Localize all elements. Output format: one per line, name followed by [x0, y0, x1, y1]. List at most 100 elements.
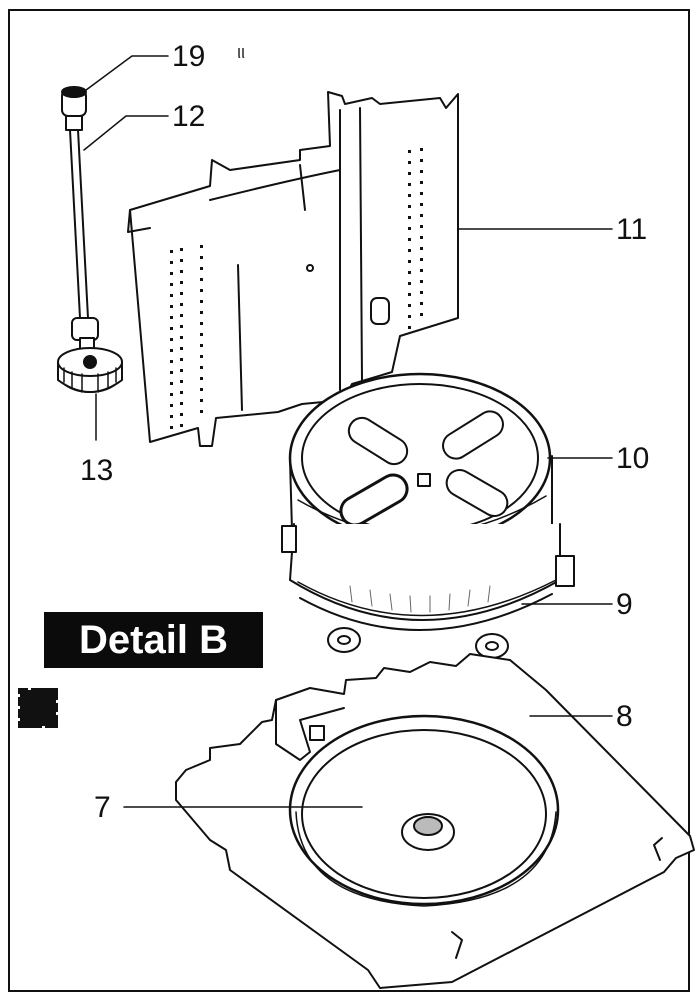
perforation-hole: [170, 294, 173, 297]
perforation-hole: [200, 267, 203, 270]
stamp-square-icon: [16, 686, 60, 730]
perforation-hole: [408, 304, 411, 307]
diagram-frame: [8, 9, 690, 992]
perforation-hole: [170, 283, 173, 286]
perforation-hole: [170, 426, 173, 429]
perforation-hole: [180, 270, 183, 273]
perforation-hole: [420, 203, 423, 206]
callout-19: 19: [172, 40, 206, 73]
perforation-hole: [408, 172, 411, 175]
perforation-hole: [180, 347, 183, 350]
perforation-hole: [200, 355, 203, 358]
perforation-hole: [170, 338, 173, 341]
perforation-hole: [200, 410, 203, 413]
perforation-hole: [420, 225, 423, 228]
callout-leaders: [77, 55, 613, 808]
perforation-hole: [408, 249, 411, 252]
perforation-hole: [180, 248, 183, 251]
perforation-hole: [420, 148, 423, 151]
perforation-hole: [180, 413, 183, 416]
perforation-hole: [180, 369, 183, 372]
perforation-hole: [170, 250, 173, 253]
perforation-hole: [200, 289, 203, 292]
perforation-hole: [408, 238, 411, 241]
callout-7: 7: [94, 791, 111, 824]
perforation-hole: [200, 333, 203, 336]
perforation-hole: [420, 269, 423, 272]
perforation-hole: [420, 181, 423, 184]
perforation-hole: [200, 245, 203, 248]
perforation-hole: [200, 399, 203, 402]
perforation-hole: [408, 282, 411, 285]
perforation-hole: [170, 371, 173, 374]
perforation-hole: [180, 380, 183, 383]
perforation-hole: [200, 366, 203, 369]
corner-mark: ιι: [237, 42, 245, 62]
perforation-hole: [420, 313, 423, 316]
perforation-hole: [180, 391, 183, 394]
perforation-hole: [170, 272, 173, 275]
panel-perforations: [170, 148, 423, 429]
perforation-hole: [408, 183, 411, 186]
perforation-hole: [408, 150, 411, 153]
perforation-hole: [170, 360, 173, 363]
perforation-hole: [408, 260, 411, 263]
perforation-hole: [170, 415, 173, 418]
perforation-hole: [408, 194, 411, 197]
perforation-hole: [408, 293, 411, 296]
perforation-hole: [180, 358, 183, 361]
perforation-hole: [200, 322, 203, 325]
perforation-hole: [200, 377, 203, 380]
perforation-hole: [170, 404, 173, 407]
perforation-hole: [180, 303, 183, 306]
perforation-hole: [170, 305, 173, 308]
perforation-hole: [408, 161, 411, 164]
perforation-hole: [200, 256, 203, 259]
perforation-hole: [420, 247, 423, 250]
perforation-hole: [420, 302, 423, 305]
perforation-hole: [180, 424, 183, 427]
perforation-hole: [180, 325, 183, 328]
perforation-hole: [408, 315, 411, 318]
perforation-hole: [200, 388, 203, 391]
perforation-hole: [420, 291, 423, 294]
perforation-hole: [200, 278, 203, 281]
perforation-hole: [170, 316, 173, 319]
detail-label: Detail B: [44, 612, 263, 668]
perforation-hole: [408, 205, 411, 208]
part-rod-assembly: [57, 86, 123, 393]
callout-9: 9: [616, 588, 633, 621]
perforation-hole: [170, 261, 173, 264]
perforation-hole: [408, 227, 411, 230]
part-base-plate: [175, 653, 695, 989]
perforation-hole: [180, 314, 183, 317]
perforation-hole: [408, 216, 411, 219]
perforation-hole: [180, 281, 183, 284]
perforation-hole: [420, 214, 423, 217]
perforation-hole: [200, 344, 203, 347]
perforation-hole: [408, 326, 411, 329]
perforation-hole: [420, 280, 423, 283]
perforation-hole: [170, 349, 173, 352]
perforation-hole: [180, 259, 183, 262]
perforation-hole: [180, 292, 183, 295]
perforation-hole: [170, 382, 173, 385]
part-panel: [127, 91, 459, 447]
callout-8: 8: [616, 700, 633, 733]
callout-10: 10: [616, 442, 650, 475]
perforation-hole: [170, 393, 173, 396]
perforation-hole: [170, 327, 173, 330]
perforation-hole: [180, 336, 183, 339]
callout-13: 13: [80, 454, 114, 487]
perforation-hole: [180, 402, 183, 405]
callout-11: 11: [616, 213, 648, 246]
perforation-hole: [420, 258, 423, 261]
callout-12: 12: [172, 100, 206, 133]
perforation-hole: [420, 192, 423, 195]
perforation-hole: [408, 271, 411, 274]
part-ring: [281, 523, 575, 659]
perforation-hole: [200, 311, 203, 314]
perforation-hole: [420, 170, 423, 173]
perforation-hole: [420, 159, 423, 162]
